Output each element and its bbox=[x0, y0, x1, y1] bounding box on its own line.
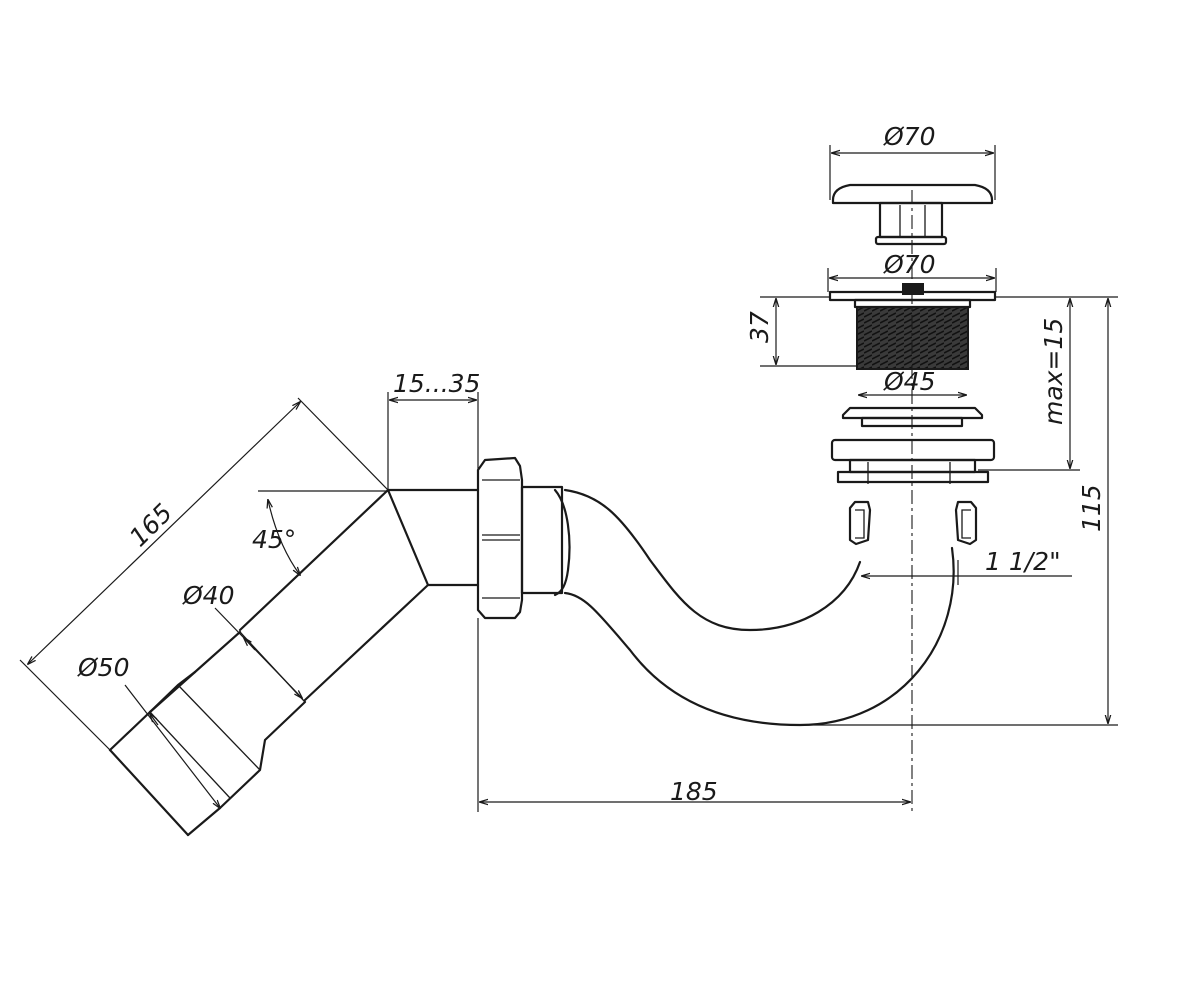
sealing-washer bbox=[830, 438, 996, 484]
drain-cap bbox=[831, 183, 994, 246]
outlet-elbow bbox=[386, 488, 480, 587]
dim-total-height bbox=[800, 299, 1118, 726]
dim-flange-height bbox=[760, 296, 857, 367]
label-flange-height: 37 bbox=[745, 311, 774, 343]
dim-flange-diameter bbox=[827, 268, 997, 292]
label-adjust-range: 15...35 bbox=[393, 369, 480, 398]
label-thread-diameter: Ø45 bbox=[883, 367, 936, 396]
label-outlet-inner-diameter: Ø40 bbox=[182, 581, 235, 610]
slip-nut bbox=[476, 456, 564, 620]
label-horizontal-length: 185 bbox=[670, 777, 718, 806]
label-outlet-length: 165 bbox=[124, 498, 178, 552]
dim-outlet-outer-diameter bbox=[124, 684, 220, 808]
label-thread-size: 1 1/2" bbox=[985, 547, 1061, 576]
label-flange-diameter: Ø70 bbox=[883, 250, 936, 279]
dim-outlet-angle bbox=[258, 490, 388, 575]
dim-outlet-inner-diameter bbox=[214, 607, 302, 698]
label-outlet-outer-diameter: Ø50 bbox=[77, 653, 130, 682]
u-trap-pipe bbox=[553, 488, 955, 727]
label-max-thickness: max=15 bbox=[1039, 318, 1068, 425]
trap-coupling bbox=[848, 500, 978, 546]
dim-adjust-range bbox=[387, 392, 479, 490]
label-outlet-angle: 45° bbox=[252, 525, 296, 554]
dim-thread-size bbox=[862, 560, 1072, 585]
dim-outlet-length bbox=[19, 397, 389, 751]
label-total-height: 115 bbox=[1077, 484, 1106, 532]
dim-cap-diameter bbox=[829, 145, 996, 200]
dim-horizontal-length bbox=[477, 618, 910, 812]
label-cap-diameter: Ø70 bbox=[883, 122, 936, 151]
dim-max-thickness bbox=[978, 296, 1118, 471]
